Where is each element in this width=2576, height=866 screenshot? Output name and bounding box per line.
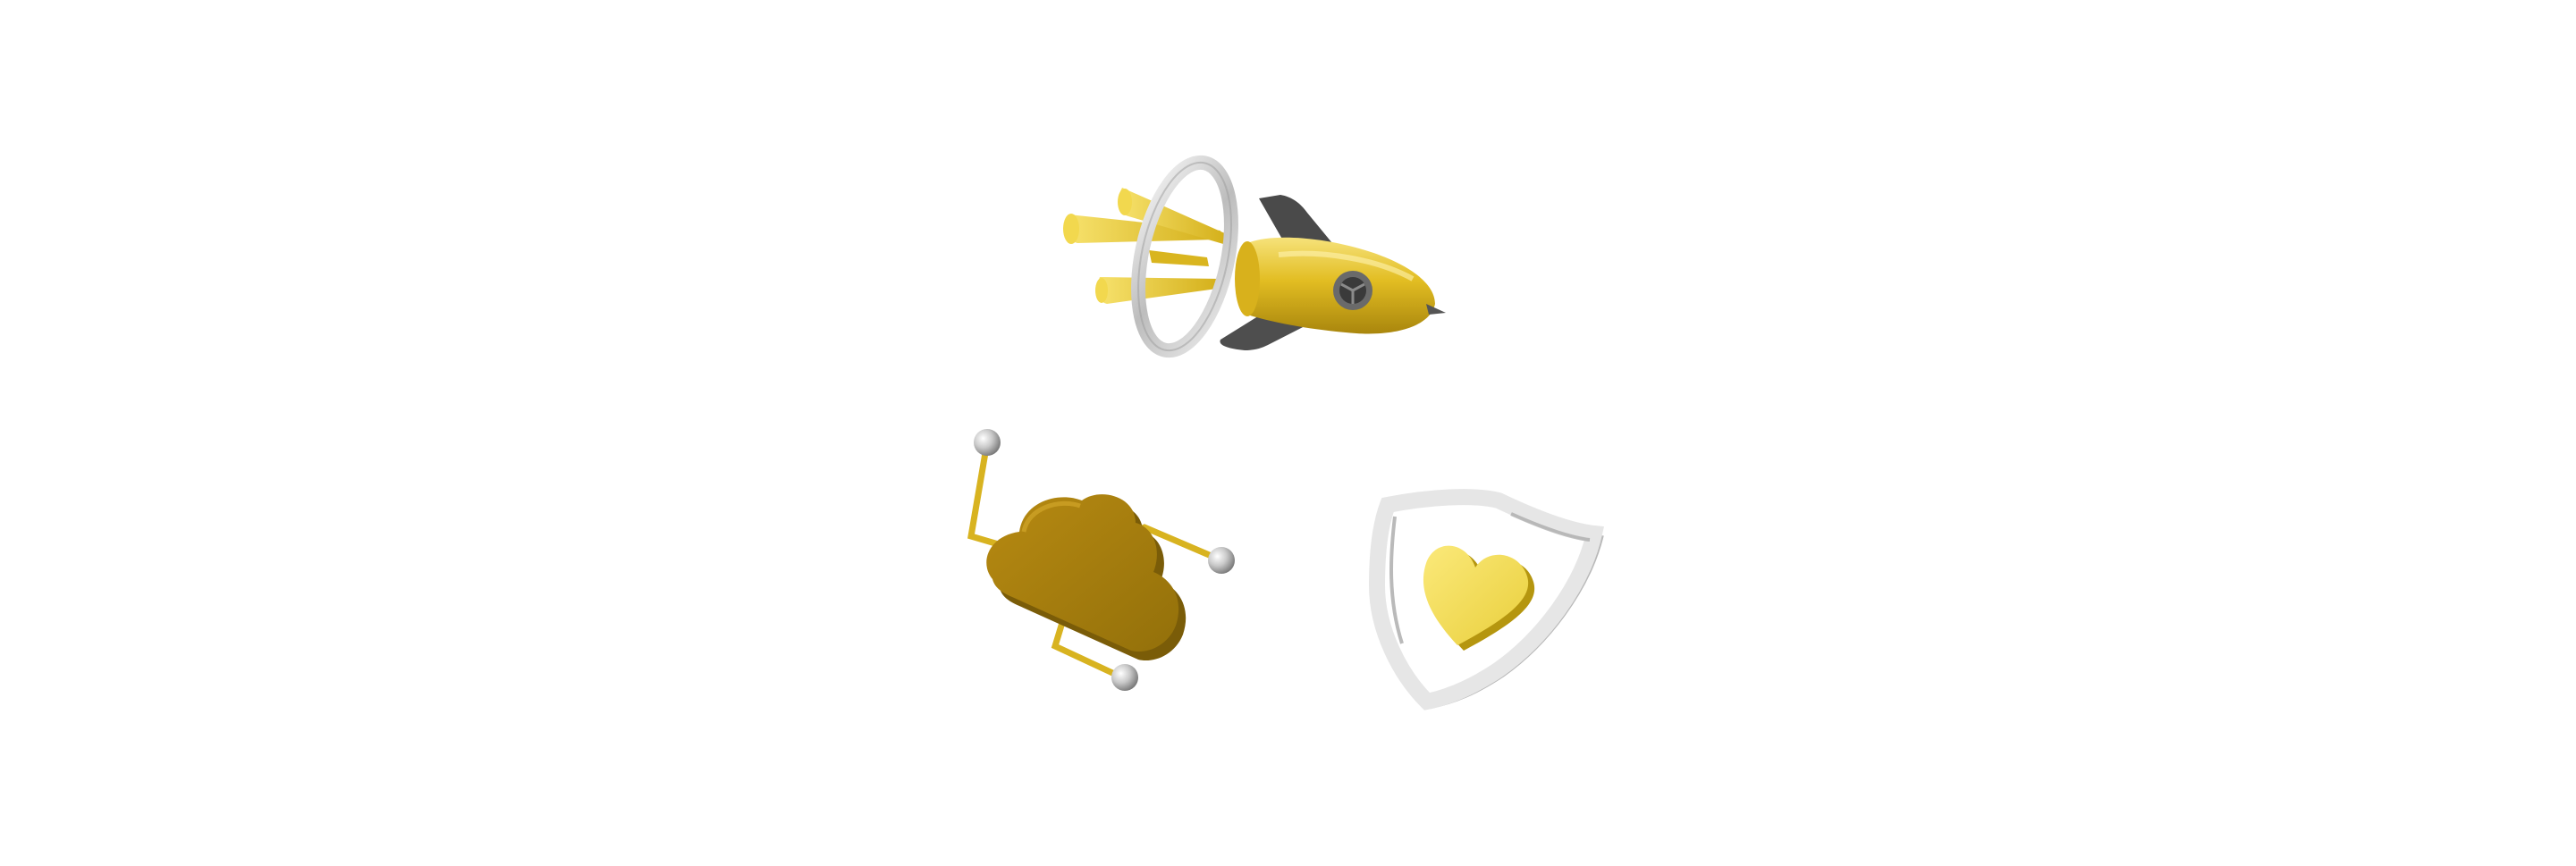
rocket-exhaust <box>1063 188 1229 304</box>
rocket-icon <box>1063 155 1446 358</box>
heart-shape <box>1423 545 1529 645</box>
cloud-node-right <box>1208 547 1235 574</box>
rocket-fin-top <box>1259 195 1332 248</box>
shield-shape <box>1368 489 1604 710</box>
cloud-shape <box>986 494 1179 652</box>
cloud-network-icon <box>967 429 1235 691</box>
cloud-node-bottom <box>1111 664 1138 691</box>
cloud-node-top <box>974 429 1001 456</box>
shield-heart-icon <box>1368 489 1604 710</box>
